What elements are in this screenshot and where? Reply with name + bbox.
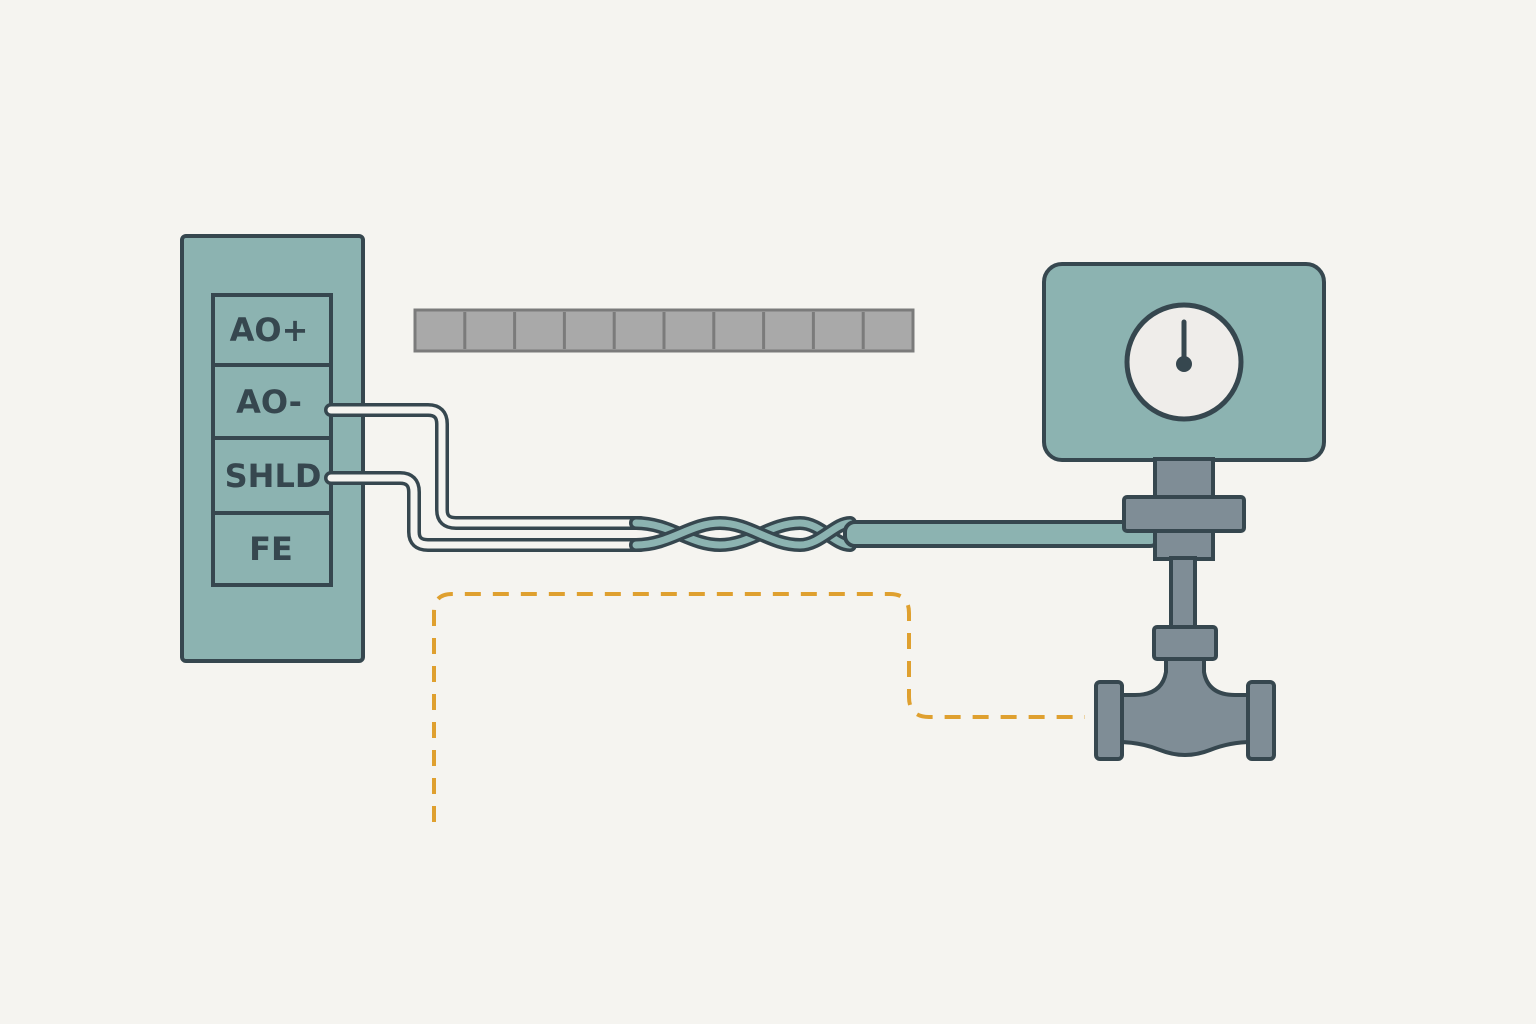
terminal-label-ao-minus: AO- [236,383,302,421]
ground-wire-dashed [432,592,1085,822]
wire-shield [324,471,647,552]
terminal-label-ao-plus: AO+ [230,311,309,349]
terminal-strip: AO+ AO- SHLD FE [211,293,333,587]
terminal-ao-plus [211,293,333,367]
wire-ao-minus-core [327,406,644,527]
pipe-valve-icon [1094,625,1276,761]
signal-wires [324,403,647,552]
terminal-ao-minus [211,363,333,440]
terminal-shield [211,436,333,515]
terminal-functional-earth [211,511,333,587]
valve-flange-left [1094,680,1124,761]
valve-body [1116,657,1254,757]
pressure-gauge-icon [1124,302,1244,422]
twisted-pair-cable [629,515,1162,553]
wire-shield-core [327,474,644,549]
pressure-transmitter [1042,262,1326,630]
valve-bonnet [1152,625,1218,661]
wire-ao-minus [324,403,647,530]
transmitter-neck [1153,457,1215,499]
terminal-label-shield: SHLD [225,457,322,495]
segmented-bar [413,308,915,353]
terminal-block: AO+ AO- SHLD FE [180,234,365,663]
transmitter-fitting [1153,529,1215,561]
cable-jacket [843,520,1162,548]
impulse-tube [1169,556,1197,630]
valve-flange-right [1246,680,1276,761]
transmitter-flange [1122,495,1246,533]
terminal-label-functional-earth: FE [249,530,293,568]
